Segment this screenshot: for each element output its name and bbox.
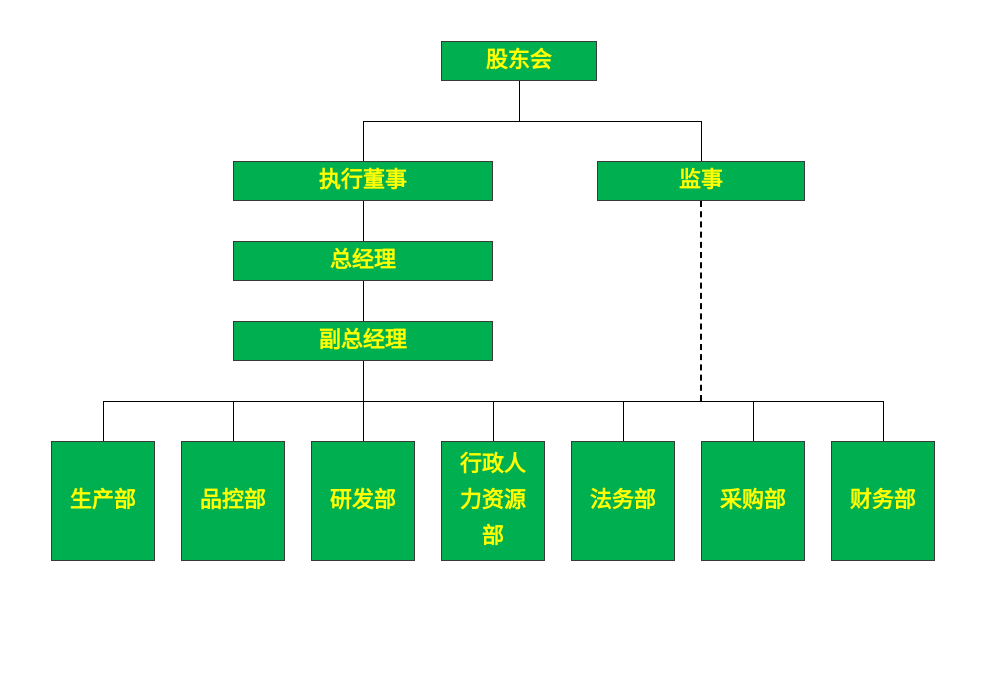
connector-dept-2 <box>363 401 364 441</box>
connector-dept-5 <box>753 401 754 441</box>
connector-supervisor-dashed <box>700 201 702 401</box>
dept-label: 生产部 <box>69 488 136 513</box>
dept-label: 法务部 <box>589 488 656 513</box>
node-dept-quality-control: 品控部 <box>181 441 285 561</box>
connector-to-supervisor <box>701 121 702 161</box>
connector-dept-3 <box>493 401 494 441</box>
connector-shareholders-down <box>519 81 520 121</box>
node-supervisor-label: 监事 <box>678 168 723 193</box>
dept-label: 研发部 <box>329 488 396 513</box>
node-dept-production: 生产部 <box>51 441 155 561</box>
dept-label-line: 力资源 <box>459 488 526 513</box>
dept-label: 财务部 <box>849 488 916 513</box>
connector-dgm-down <box>363 361 364 401</box>
node-shareholders-label: 股东会 <box>485 48 552 73</box>
connector-dept-4 <box>623 401 624 441</box>
connector-dept-1 <box>233 401 234 441</box>
node-general-manager-label: 总经理 <box>329 248 396 273</box>
connector-dept-0 <box>103 401 104 441</box>
connector-top-horizontal <box>363 121 702 122</box>
node-deputy-general-manager: 副总经理 <box>233 321 493 361</box>
node-dept-admin-hr: 行政人 力资源 部 <box>441 441 545 561</box>
node-dept-finance: 财务部 <box>831 441 935 561</box>
node-dept-rnd: 研发部 <box>311 441 415 561</box>
node-general-manager: 总经理 <box>233 241 493 281</box>
node-dept-procurement: 采购部 <box>701 441 805 561</box>
node-executive-director: 执行董事 <box>233 161 493 201</box>
dept-label-line: 部 <box>481 524 504 549</box>
node-deputy-general-manager-label: 副总经理 <box>318 328 407 353</box>
connector-exec-to-gm <box>363 201 364 241</box>
dept-label: 品控部 <box>199 488 266 513</box>
node-shareholders: 股东会 <box>441 41 597 81</box>
node-supervisor: 监事 <box>597 161 805 201</box>
node-executive-director-label: 执行董事 <box>318 168 407 193</box>
connector-gm-to-dgm <box>363 281 364 321</box>
dept-label-line: 行政人 <box>459 452 526 477</box>
connector-to-exec <box>363 121 364 161</box>
node-dept-legal: 法务部 <box>571 441 675 561</box>
connector-dept-6 <box>883 401 884 441</box>
dept-label: 采购部 <box>719 488 786 513</box>
dept-label-multiline: 行政人 力资源 部 <box>460 447 526 555</box>
